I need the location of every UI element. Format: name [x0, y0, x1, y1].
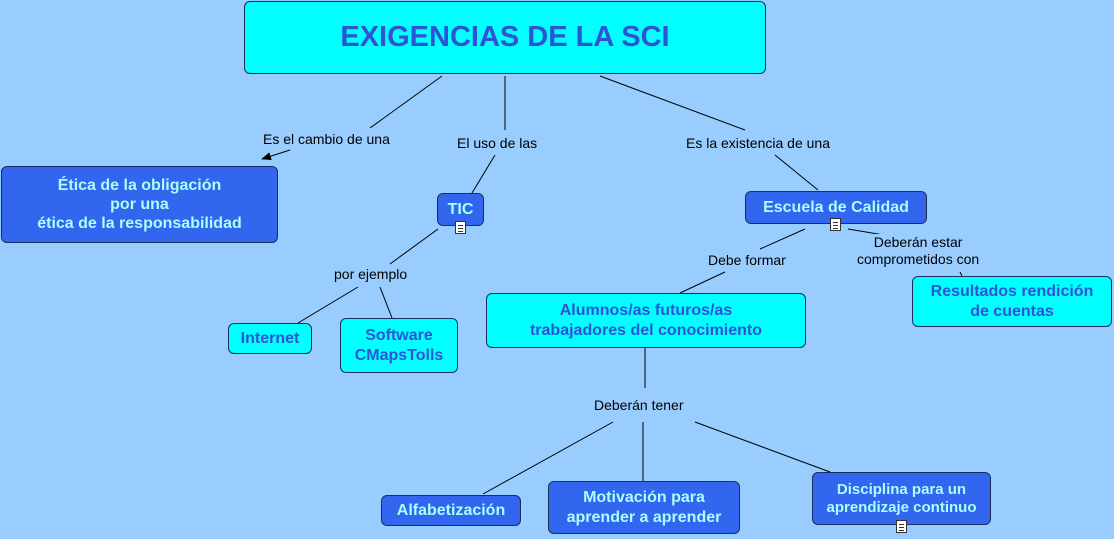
link-label-tener: Deberán tener	[592, 397, 686, 414]
link-label-comprometidos: Deberán estar comprometidos con	[855, 234, 982, 268]
line-cambio-etica	[261, 149, 291, 161]
alumnos-node[interactable]: Alumnos/as futuros/as trabajadores del c…	[486, 293, 806, 348]
disciplina-node[interactable]: Disciplina para un aprendizaje continuo	[812, 472, 991, 525]
line-tener-alfabetizacion	[482, 421, 614, 495]
line-ejemplo-internet	[297, 286, 359, 324]
title-node[interactable]: EXIGENCIAS DE LA SCI	[244, 1, 766, 74]
line-ejemplo-software	[379, 286, 393, 319]
document-icon[interactable]	[830, 218, 841, 231]
line-comprometidos-resultados	[959, 271, 963, 277]
document-icon[interactable]	[896, 520, 907, 533]
link-label-uso: El uso de las	[455, 135, 540, 152]
line-title-existencia	[599, 75, 746, 131]
document-icon[interactable]	[455, 221, 466, 234]
etica-node[interactable]: Ética de la obligación por una ética de …	[1, 166, 278, 243]
alfabetizacion-node[interactable]: Alfabetización	[381, 495, 521, 526]
line-title-cambio	[369, 75, 443, 129]
line-existencia-escuela	[774, 154, 819, 191]
motivacion-node[interactable]: Motivación para aprender a aprender	[548, 481, 740, 534]
link-label-ejemplo: por ejemplo	[332, 266, 410, 283]
line-tener-disciplina	[694, 421, 831, 473]
line-escuela-formar	[759, 228, 806, 250]
link-label-existencia: Es la existencia de una	[684, 135, 832, 152]
line-tic-ejemplo	[389, 228, 439, 265]
software-node[interactable]: Software CMapsTolls	[340, 318, 458, 373]
line-formar-alumnos	[679, 271, 726, 294]
link-label-cambio: Es el cambio de una	[261, 131, 392, 148]
link-label-formar: Debe formar	[706, 252, 788, 269]
line-uso-tic	[471, 154, 496, 194]
resultados-node[interactable]: Resultados rendición de cuentas	[912, 276, 1112, 327]
internet-node[interactable]: Internet	[228, 323, 312, 354]
tic-node[interactable]: TIC	[437, 193, 484, 226]
